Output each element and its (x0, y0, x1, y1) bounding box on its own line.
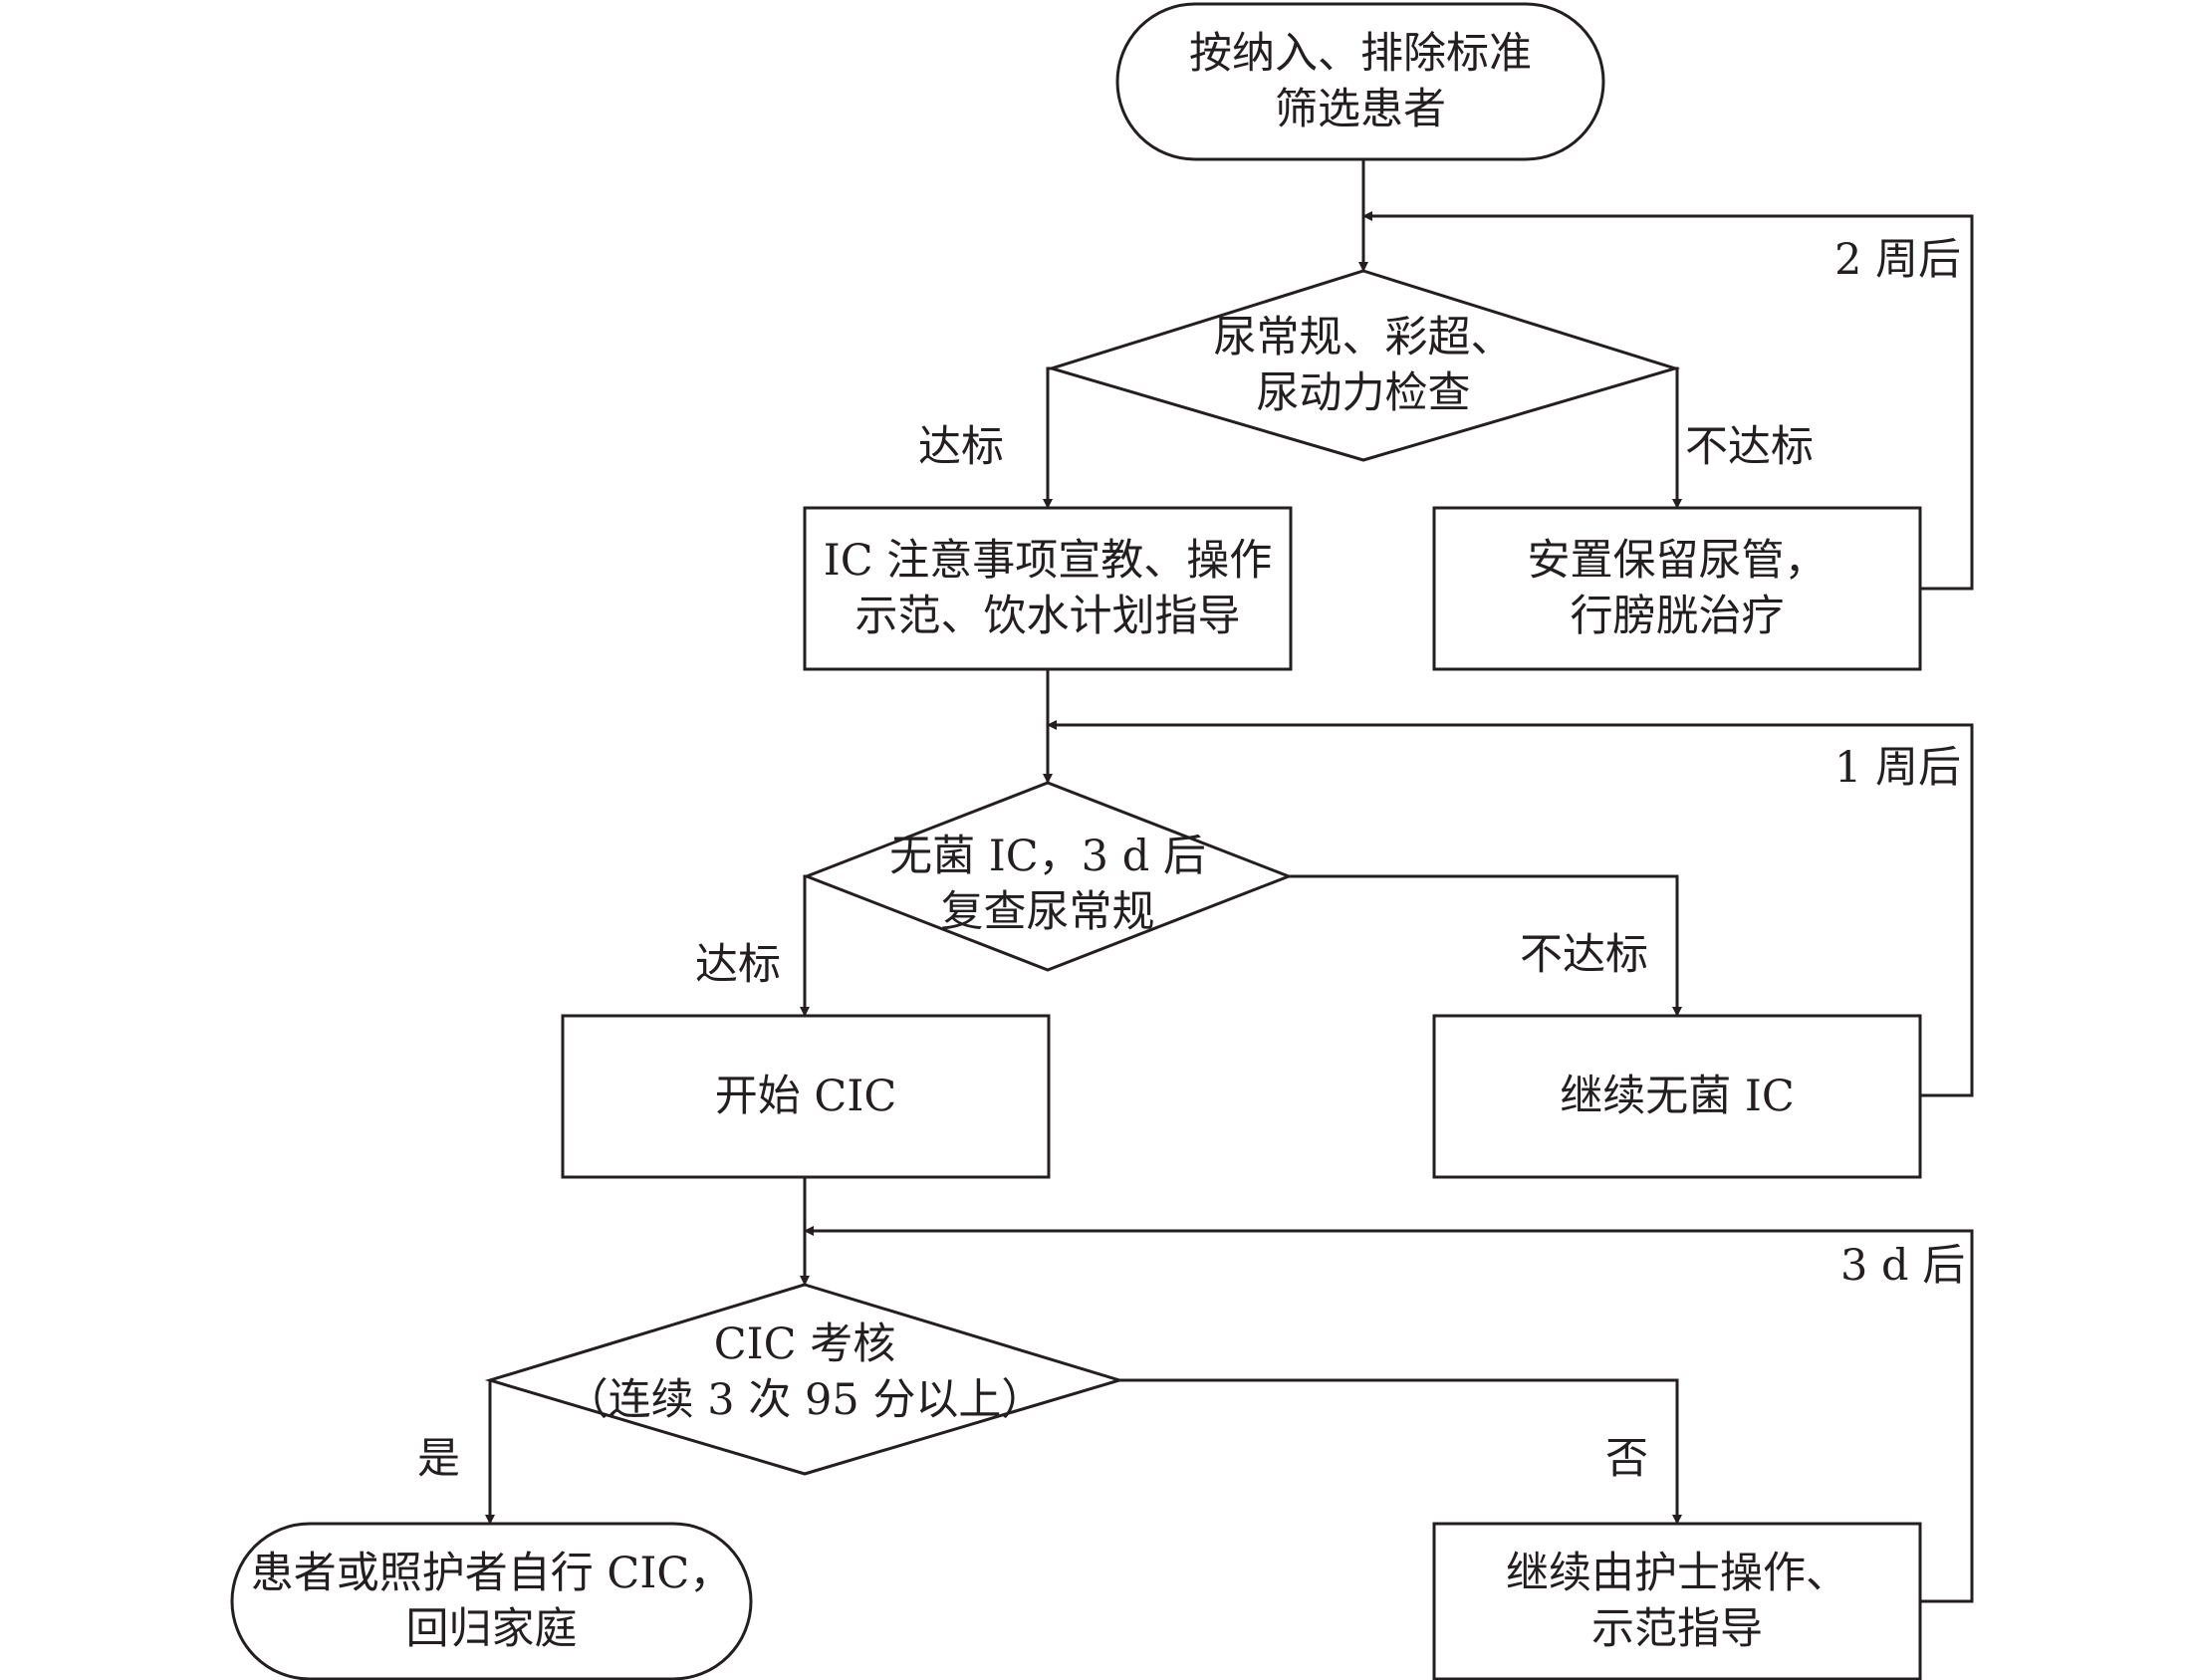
assessment-label: CIC 考核 （连续 3 次 95 分以上） (556, 1317, 1054, 1428)
education-box (803, 506, 1293, 671)
catheter-line1: 安置保留尿管， (1527, 536, 1828, 586)
sterile-check-decision (802, 781, 1294, 972)
sterile-check-label: 无菌 IC，3 d 后 复查尿常规 (858, 829, 1237, 940)
arrow-loop-3-days (804, 1226, 1974, 1603)
arrow-assessment-no (1119, 1378, 1682, 1525)
start-cic-text: 开始 CIC (714, 1072, 897, 1121)
sterile-check-line2: 复查尿常规 (940, 887, 1155, 937)
arrow-exam-pass (1043, 366, 1053, 509)
exam-line2: 尿动力检查 (1256, 368, 1471, 418)
sterile-check-line1: 无菌 IC，3 d 后 (889, 832, 1206, 881)
edge-label-no: 否 (1605, 1434, 1648, 1484)
screen-line2: 筛选患者 (1275, 85, 1446, 134)
nurse-continue-line2: 示范指导 (1591, 1604, 1763, 1654)
education-line2: 示范、饮水计划指导 (854, 592, 1241, 641)
nurse-continue-label: 继续由护士操作、 示范指导 (1434, 1546, 1920, 1657)
education-line1: IC 注意事项宣教、操作 (823, 536, 1273, 586)
catheter-line2: 行膀胱治疗 (1570, 592, 1785, 641)
edge-label-loop-1: 2 周后 (1834, 235, 1962, 285)
catheter-label: 安置保留尿管， 行膀胱治疗 (1434, 533, 1920, 644)
arrow-exam-fail (1672, 366, 1682, 509)
assessment-line2: （连续 3 次 95 分以上） (565, 1375, 1045, 1425)
edge-label-fail-1: 不达标 (1685, 422, 1814, 472)
exam-decision (1046, 269, 1681, 462)
edge-label-loop-2: 1 周后 (1834, 743, 1962, 793)
arrow-loop-2-weeks (1362, 211, 1974, 591)
education-label: IC 注意事项宣教、操作 示范、饮水计划指导 (805, 533, 1291, 644)
self-cic-line2: 回归家庭 (405, 1604, 578, 1654)
self-cic-label: 患者或照护者自行 CIC， 回归家庭 (232, 1546, 751, 1657)
exam-label: 尿常规、彩超、 尿动力检查 (1125, 310, 1601, 421)
edge-label-pass-2: 达标 (695, 940, 781, 990)
exam-line1: 尿常规、彩超、 (1213, 313, 1514, 362)
arrow-check-fail (1289, 874, 1682, 1017)
edge-label-yes: 是 (417, 1434, 460, 1484)
screen-label: 按纳入、排除标准 筛选患者 (1117, 26, 1603, 137)
continue-sterile-label: 继续无菌 IC (1434, 1069, 1920, 1124)
start-cic-label: 开始 CIC (563, 1069, 1049, 1124)
assessment-decision (484, 1283, 1125, 1476)
edge-label-fail-2: 不达标 (1520, 930, 1648, 980)
screen-terminal (1115, 2, 1605, 161)
nurse-continue-line1: 继续由护士操作、 (1506, 1549, 1848, 1598)
arrow-loop-1-week (1047, 720, 1974, 1097)
continue-sterile-text: 继续无菌 IC (1560, 1072, 1795, 1121)
edge-label-loop-3: 3 d 后 (1840, 1241, 1966, 1291)
self-cic-line1: 患者或照护者自行 CIC， (250, 1549, 733, 1598)
assessment-line1: CIC 考核 (713, 1320, 896, 1369)
arrow-check-pass (800, 874, 810, 1017)
screen-line1: 按纳入、排除标准 (1189, 29, 1532, 79)
edge-label-pass-1: 达标 (918, 422, 1004, 472)
catheter-box (1432, 506, 1922, 671)
